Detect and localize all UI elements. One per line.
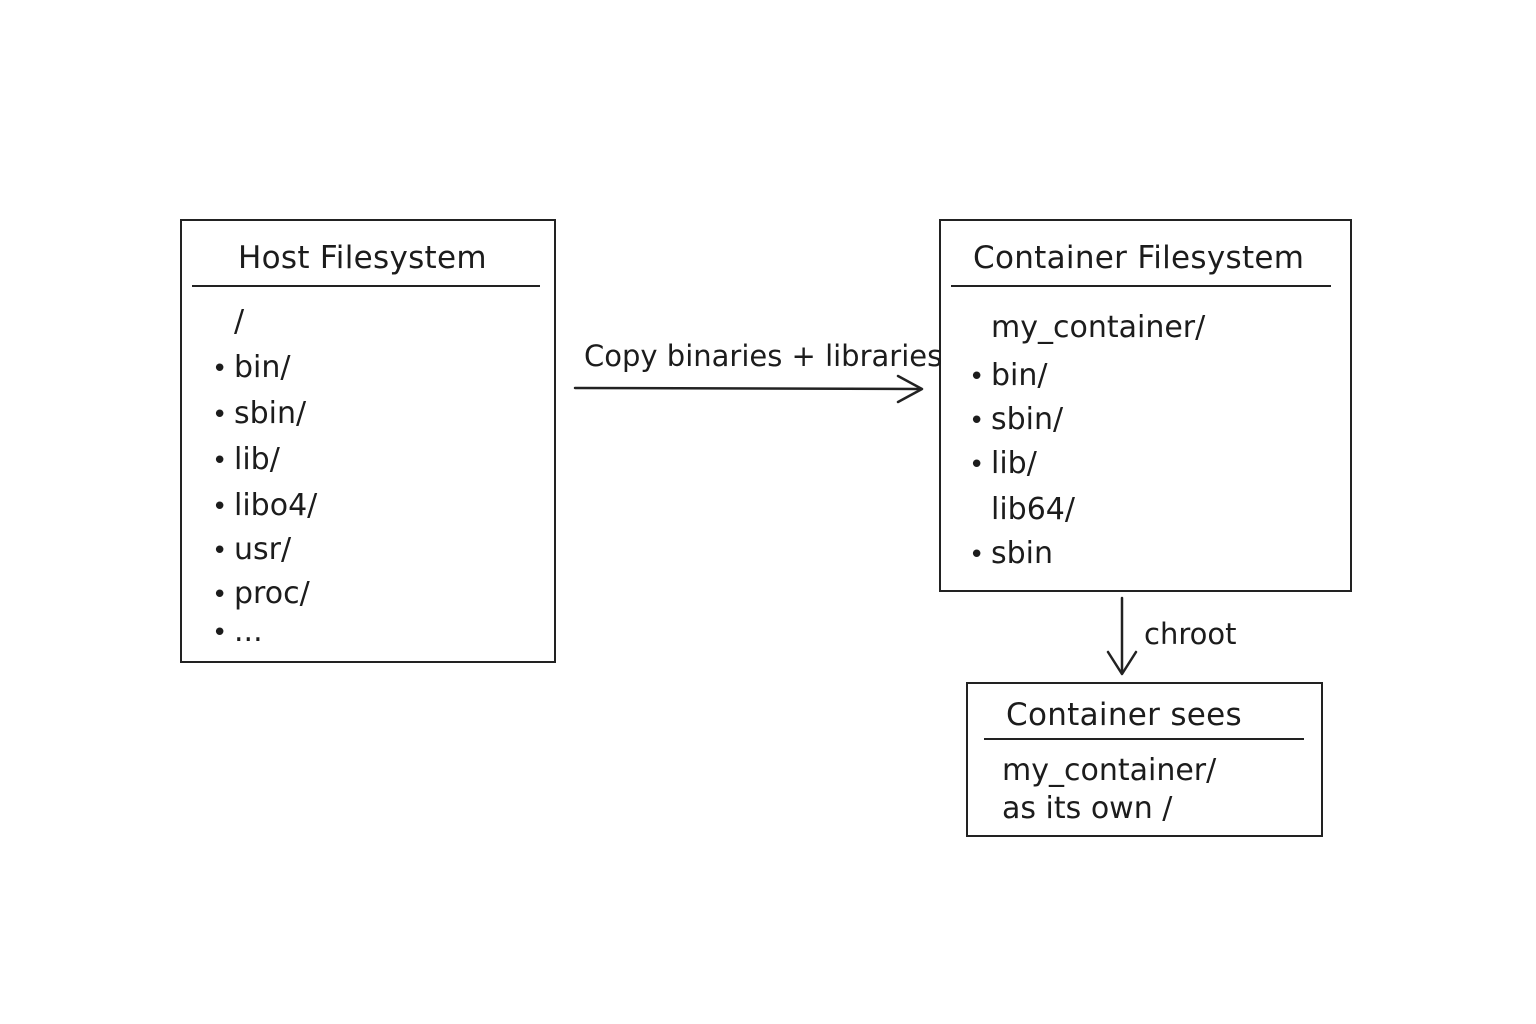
bullet-icon: • [212,354,228,384]
tree-item-ellipsis: •... [212,614,263,649]
bullet-icon: • [212,580,228,610]
chroot-arrow-label: chroot [1144,617,1237,651]
tree-item-root: •/ [234,304,245,339]
container-filesystem-title-rule [951,285,1331,287]
container-sees-line-1: my_container/ [1002,753,1217,788]
tree-item-proc: •proc/ [212,576,310,611]
host-filesystem-box: Host Filesystem •/ •bin/ •sbin/ •lib/ •l… [180,219,556,663]
tree-item-bin: •bin/ [969,358,1048,393]
container-sees-box: Container sees my_container/ as its own … [966,682,1323,837]
tree-item-my-container: •my_container/ [991,310,1206,345]
chroot-arrow-head [1106,650,1138,676]
tree-item-usr: •usr/ [212,532,292,567]
tree-item-libo4: •libo4/ [212,488,318,523]
bullet-icon: • [212,446,228,476]
tree-item-bin: •bin/ [212,350,291,385]
bullet-icon: • [969,406,985,436]
copy-arrow-head [896,374,924,404]
bullet-icon: • [212,536,228,566]
copy-arrow-label: Copy binaries + libraries [584,339,943,373]
bullet-icon: • [969,540,985,570]
container-filesystem-box: Container Filesystem •my_container/ •bin… [939,219,1352,592]
tree-item-sbin: •sbin/ [969,402,1064,437]
bullet-icon: • [212,618,228,648]
bullet-icon: • [212,492,228,522]
host-filesystem-title: Host Filesystem [238,240,487,276]
tree-item-sbin-2: •sbin [969,536,1054,571]
container-sees-line-2: as its own / [1002,791,1173,826]
host-filesystem-title-rule [192,285,540,287]
bullet-icon: • [212,400,228,430]
bullet-icon: • [969,450,985,480]
container-sees-title: Container sees [1006,697,1242,733]
container-sees-title-rule [984,738,1304,740]
container-filesystem-title: Container Filesystem [973,240,1305,276]
tree-item-lib: •lib/ [212,442,280,477]
tree-item-lib: •lib/ [969,446,1037,481]
tree-item-lib64: •lib64/ [991,492,1075,527]
bullet-icon: • [969,362,985,392]
tree-item-sbin: •sbin/ [212,396,307,431]
chroot-arrow [1106,596,1138,676]
copy-arrow [573,374,924,404]
copy-arrow-shaft [573,386,923,391]
